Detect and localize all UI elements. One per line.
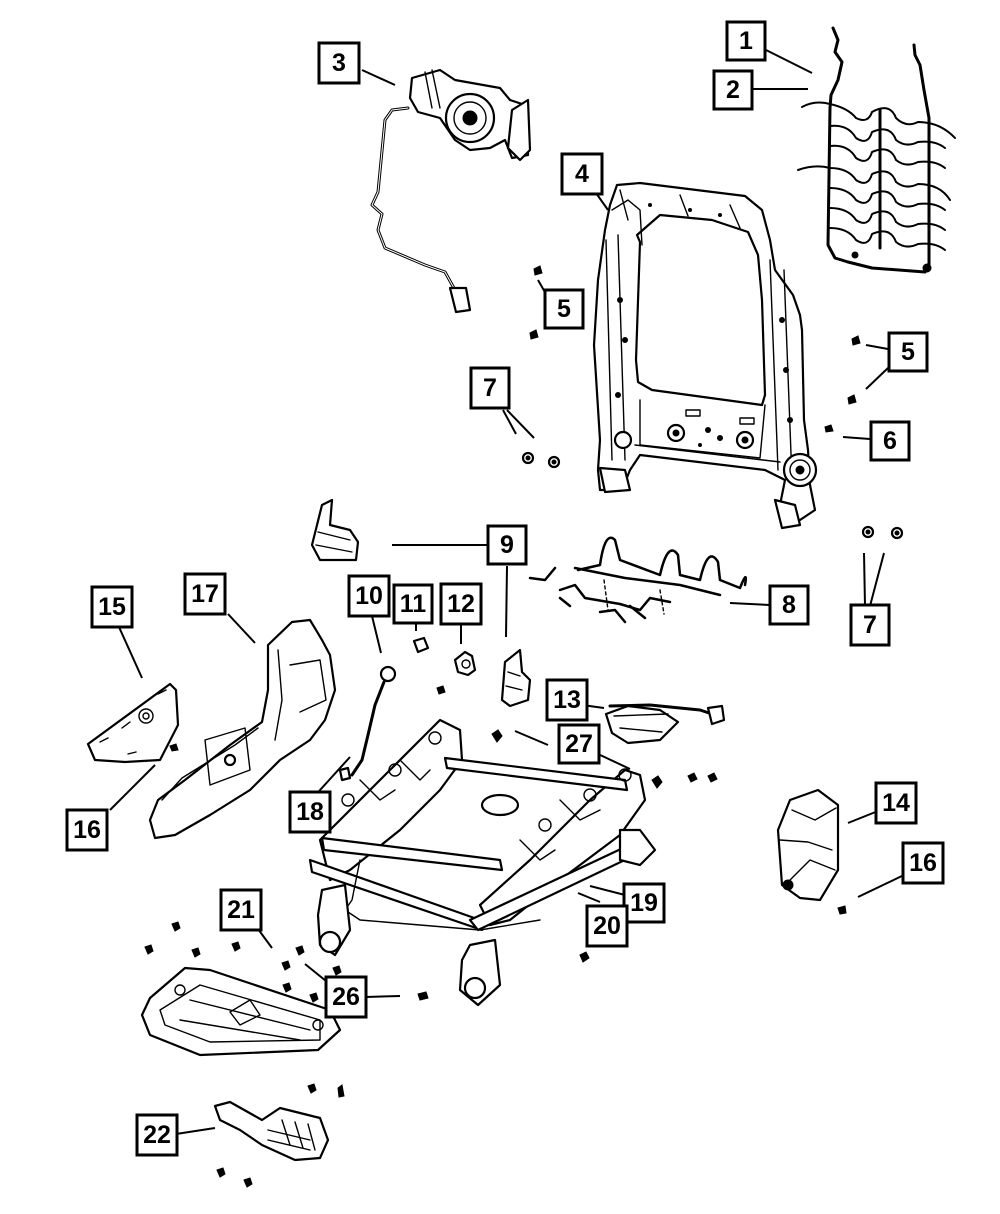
part-suspension-mat <box>797 26 956 274</box>
callout-label: 1 <box>739 27 753 55</box>
callout-27: 27 <box>557 723 601 765</box>
callout-18: 18 <box>288 790 332 834</box>
part-lumbar-motor <box>370 68 532 314</box>
screws-27 <box>491 729 718 789</box>
callout-5-right: 5 <box>887 331 929 373</box>
mat-wave-rows <box>797 101 956 251</box>
callout-label: 5 <box>901 338 915 366</box>
callout-15: 15 <box>90 585 134 629</box>
callout-label: 27 <box>565 730 593 758</box>
callout-label: 15 <box>98 593 126 621</box>
callout-label: 6 <box>883 427 897 455</box>
part-seat-adjuster <box>308 718 657 1007</box>
callout-label: 11 <box>400 590 427 618</box>
clips <box>529 265 861 433</box>
bolts <box>144 921 429 1003</box>
callout-7-left: 7 <box>469 366 511 410</box>
callout-label: 22 <box>143 1121 171 1149</box>
nut-small <box>436 685 446 695</box>
part-outer-shield <box>148 618 337 840</box>
callout-19: 19 <box>622 882 666 924</box>
callout-label: 3 <box>332 49 346 77</box>
callout-6: 6 <box>869 420 911 462</box>
callout-2: 2 <box>712 69 754 111</box>
part-base-pan <box>140 966 342 1057</box>
callout-label: 19 <box>630 889 658 917</box>
callout-label: 7 <box>863 611 877 639</box>
callout-label: 8 <box>782 591 796 619</box>
part-inner-shield <box>86 682 180 764</box>
callout-label: 16 <box>909 849 937 877</box>
callout-4: 4 <box>560 152 604 196</box>
callout-label: 2 <box>726 76 740 104</box>
callout-9: 9 <box>486 524 528 566</box>
callout-label: 9 <box>500 531 514 559</box>
callout-label: 16 <box>73 816 101 844</box>
callout-8: 8 <box>768 584 810 626</box>
callout-16-right: 16 <box>901 841 945 885</box>
callout-12: 12 <box>439 582 483 626</box>
callout-label: 17 <box>191 580 219 608</box>
callout-label: 7 <box>483 374 497 402</box>
callout-label: 21 <box>227 896 255 924</box>
part-back-panel <box>776 788 847 915</box>
callout-label: 10 <box>355 582 383 610</box>
callout-label: 18 <box>296 798 324 826</box>
callout-5-left: 5 <box>543 288 585 330</box>
part-bracket-22 <box>213 1083 345 1188</box>
callout-label: 4 <box>575 160 589 188</box>
callout-26: 26 <box>324 975 368 1019</box>
callout-22: 22 <box>135 1113 179 1157</box>
part-module-13 <box>604 703 726 745</box>
nuts <box>521 451 904 540</box>
callout-label: 12 <box>447 590 475 618</box>
part-cushion-suspension <box>528 536 748 624</box>
part-knob-11 <box>412 636 430 654</box>
callout-20: 20 <box>585 904 629 948</box>
part-seat-back-frame <box>592 181 818 530</box>
callout-13: 13 <box>545 678 589 722</box>
part-switch-10 <box>338 665 397 782</box>
callout-16-left: 16 <box>65 808 109 852</box>
callout-1: 1 <box>725 20 767 62</box>
callout-7-right: 7 <box>849 603 891 647</box>
callout-10: 10 <box>347 574 391 618</box>
callout-17: 17 <box>183 572 227 616</box>
callout-label: 20 <box>593 912 621 940</box>
callout-label: 26 <box>332 983 360 1011</box>
callout-14: 14 <box>874 781 918 825</box>
callout-label: 5 <box>557 295 571 323</box>
callout-label: 13 <box>553 686 581 714</box>
callout-3: 3 <box>317 41 361 85</box>
part-bracket-9b <box>500 648 532 708</box>
part-bracket-9 <box>310 498 360 562</box>
callout-21: 21 <box>219 888 263 932</box>
part-motor-12 <box>453 650 477 677</box>
callout-11: 11 <box>392 583 434 625</box>
callout-label: 14 <box>882 789 910 817</box>
